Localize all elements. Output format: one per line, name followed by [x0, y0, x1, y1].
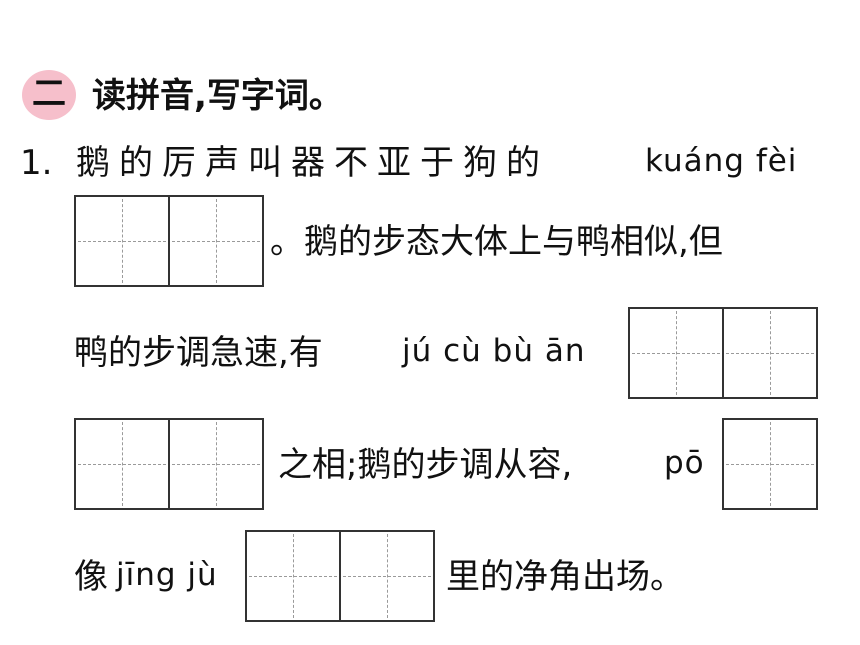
pinyin-po: pō [664, 445, 705, 481]
question-number: 1. [20, 143, 53, 183]
char-cell[interactable] [247, 532, 339, 620]
answer-box-po[interactable] [722, 418, 818, 510]
pinyin-kuang-fei: kuáng fèi [645, 143, 798, 179]
answer-box-kuang-fei[interactable] [74, 195, 264, 287]
char-cell[interactable] [76, 197, 168, 285]
section-number-badge: 二 [22, 70, 76, 120]
char-cell[interactable] [168, 420, 262, 508]
char-cell[interactable] [76, 420, 168, 508]
question-text-line-1: 鹅的厉声叫器不亚于狗的 [76, 143, 549, 183]
pinyin-ju-cu-bu-an: jú cù bù ān [402, 333, 586, 369]
answer-box-ju-cu-bu-an-part-1[interactable] [628, 307, 818, 399]
char-cell[interactable] [168, 197, 262, 285]
pinyin-jing-ju: jīng jù [116, 557, 218, 593]
question-text-line-2: 。鹅的步态大体上与鸭相似,但 [270, 222, 723, 262]
answer-box-ju-cu-bu-an-part-2[interactable] [74, 418, 264, 510]
question-text-line-4: 之相;鹅的步调从容, [278, 445, 573, 485]
question-text-line-5-end: 里的净角出场。 [446, 557, 684, 597]
section-title: 读拼音,写字词。 [92, 76, 343, 116]
char-cell[interactable] [339, 532, 433, 620]
section-number: 二 [32, 74, 66, 114]
question-text-line-5: 像 [74, 557, 108, 597]
char-cell[interactable] [724, 420, 816, 508]
answer-box-jing-ju[interactable] [245, 530, 435, 622]
question-text-line-3: 鸭的步调急速,有 [74, 333, 323, 373]
char-cell[interactable] [722, 309, 816, 397]
char-cell[interactable] [630, 309, 722, 397]
